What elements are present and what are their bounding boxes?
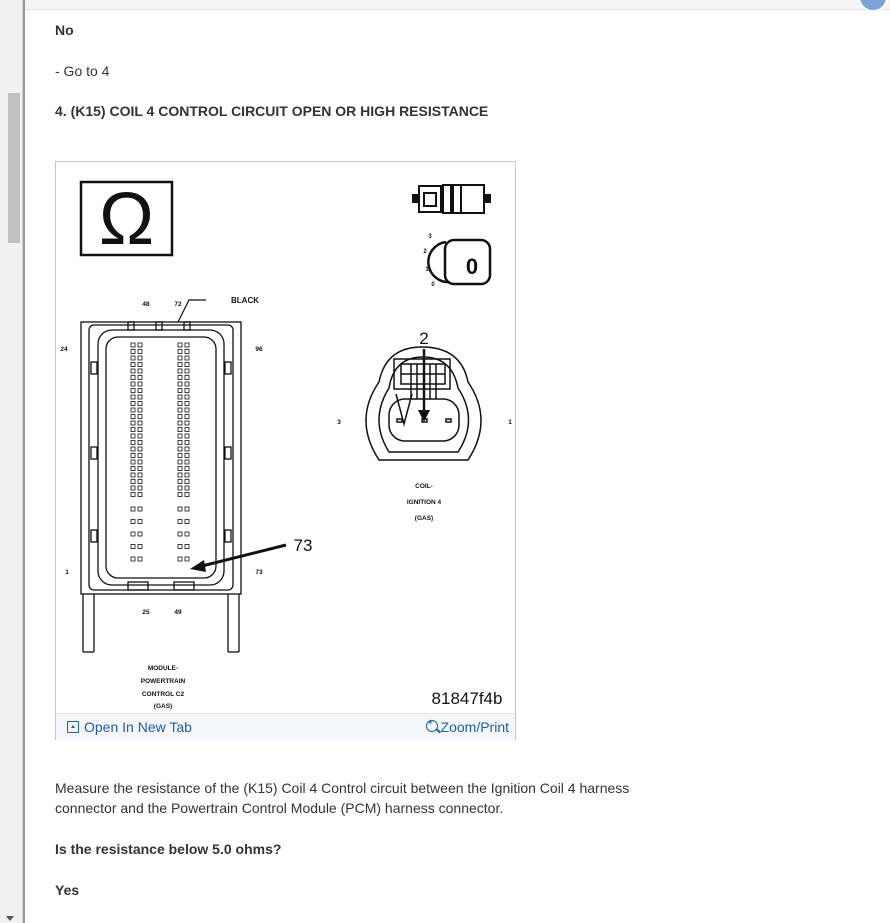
goto-step-link[interactable]: - Go to 4 <box>55 63 110 79</box>
pcm-connector <box>80 321 242 653</box>
coil-label-line2: IGNITION 4 <box>407 499 442 506</box>
connector-diagram: Ω 48 72 <box>60 177 512 710</box>
key-pos-1-label: 1 <box>425 267 429 273</box>
zoom-print-link[interactable]: Zoom/Print <box>425 717 509 735</box>
pin-1-label: 1 <box>65 569 69 576</box>
answer-no: No <box>55 22 74 38</box>
coil-label-line3: (GAS) <box>415 515 433 522</box>
key-pos-0-label: 0 <box>431 282 435 288</box>
pin-72-label: 72 <box>174 301 182 308</box>
zoom-icon <box>425 717 438 732</box>
connector-unplug-icon <box>412 184 491 214</box>
pin-25-label: 25 <box>142 609 150 616</box>
open-new-tab-icon <box>67 721 79 733</box>
pcm-label-line2: POWERTRAIN <box>141 678 186 685</box>
callout-73: 73 <box>294 536 313 555</box>
scroll-down-arrow-icon[interactable] <box>6 916 14 921</box>
wire-lead <box>177 299 206 323</box>
avatar[interactable] <box>858 0 888 12</box>
step-heading: 4. (K15) COIL 4 CONTROL CIRCUIT OPEN OR … <box>55 103 489 119</box>
scrollbar-thumb[interactable] <box>8 93 20 243</box>
pin-49-label: 49 <box>174 609 182 616</box>
left-scrollbar[interactable] <box>0 0 23 923</box>
key-pos-2-label: 2 <box>423 249 427 255</box>
omega-symbol: Ω <box>99 177 154 260</box>
key-pos-3-label: 3 <box>428 234 432 240</box>
callout-73-arrow <box>197 543 287 569</box>
open-new-tab-label: Open In New Tab <box>84 719 192 735</box>
pcm-label-line4: (GAS) <box>154 703 172 710</box>
pin-73-small-label: 73 <box>255 569 263 576</box>
panel-divider <box>23 0 25 923</box>
zoom-print-label: Zoom/Print <box>440 719 509 735</box>
pcm-label-line1: MODULE- <box>148 665 178 672</box>
key-position-0: 0 <box>466 254 478 279</box>
figure-footer: Open In New Tab Zoom/Print <box>56 713 515 740</box>
callout-2: 2 <box>419 329 428 348</box>
pin-96-label: 96 <box>255 346 263 353</box>
step-question: Is the resistance below 5.0 ohms? <box>55 841 282 857</box>
coil-pin-3-label: 3 <box>337 419 341 426</box>
top-bar <box>25 0 890 12</box>
pin-48-label: 48 <box>142 301 150 308</box>
coil-label-line1: COIL- <box>415 483 433 490</box>
ignition-key-icon: 0 3 2 1 0 <box>423 234 492 288</box>
pin-24-label: 24 <box>60 346 68 353</box>
diagram-figure: Ω 48 72 <box>55 161 516 740</box>
answer-yes: Yes <box>55 882 80 898</box>
pcm-label-line3: CONTROL C2 <box>142 691 185 698</box>
measure-instruction: Measure the resistance of the (K15) Coil… <box>55 780 630 816</box>
ohmmeter-icon <box>79 180 174 257</box>
pcm-pin-grid <box>130 342 190 562</box>
open-in-new-tab-link[interactable]: Open In New Tab <box>67 719 192 735</box>
coil-pin-1-label: 1 <box>508 419 512 426</box>
wire-color-label: BLACK <box>231 296 259 305</box>
figure-id: 81847f4b <box>432 689 503 708</box>
